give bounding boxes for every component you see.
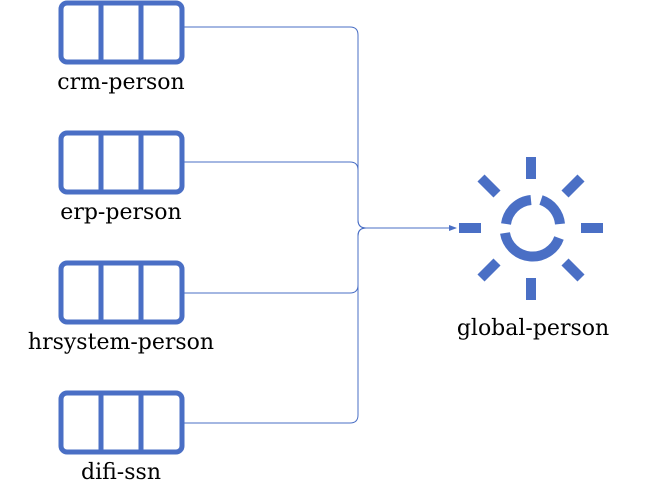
processor-gear-icon: [459, 157, 603, 300]
source-label-hrsystem: hrsystem-person: [27, 330, 215, 355]
connector-difi-to-global: [182, 225, 457, 424]
connector-hrsystem-to-global: [182, 227, 456, 294]
queue-icon: [58, 260, 185, 325]
connectors: [182, 26, 457, 424]
queue-icon: [58, 0, 185, 65]
connector-erp-to-global: [182, 161, 456, 229]
source-label-difi: difi-ssn: [81, 460, 161, 485]
target-label-global: global-person: [456, 316, 610, 341]
source-label-erp: erp-person: [60, 200, 182, 225]
source-label-crm: crm-person: [57, 70, 185, 95]
queue-icon: [58, 390, 185, 455]
queue-icon: [58, 130, 185, 195]
connector-crm-to-global: [182, 26, 456, 229]
